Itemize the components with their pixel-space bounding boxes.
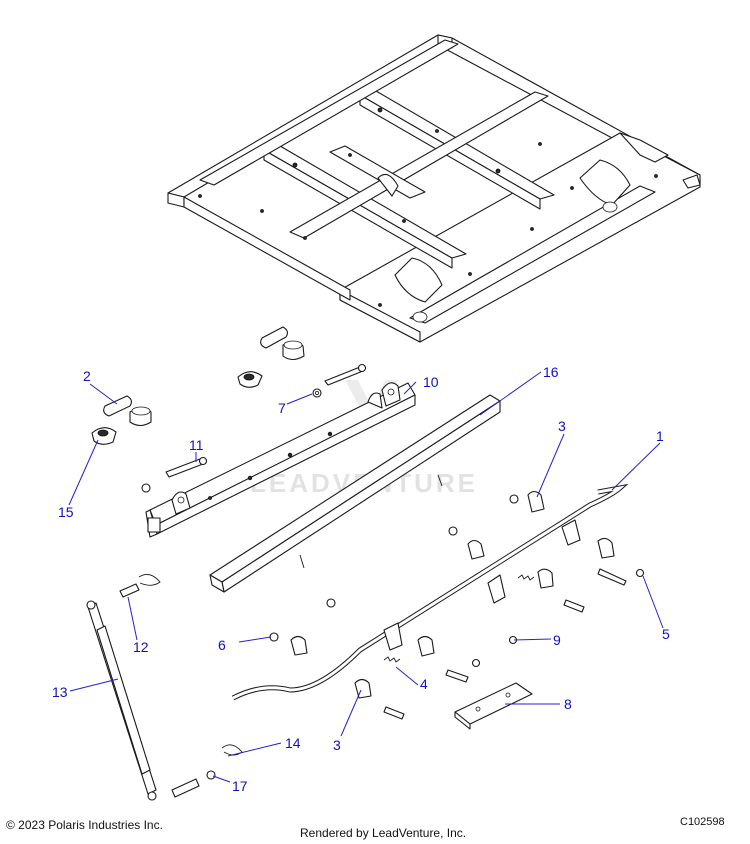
- callout-12[interactable]: 12: [133, 639, 149, 655]
- callout-9[interactable]: 9: [553, 632, 561, 648]
- callout-16[interactable]: 16: [543, 364, 559, 380]
- gas-strut-13: [86, 600, 157, 801]
- rendered-by-text: Rendered by LeadVenture, Inc.: [300, 826, 467, 840]
- bolts-rod: [383, 568, 645, 720]
- copyright-text: © 2023 Polaris Industries Inc.: [6, 818, 163, 832]
- callout-6[interactable]: 6: [218, 637, 226, 653]
- callout-8[interactable]: 8: [564, 696, 572, 712]
- callout-2[interactable]: 2: [83, 368, 91, 384]
- callout-17[interactable]: 17: [232, 778, 248, 794]
- callout-10[interactable]: 10: [423, 374, 439, 390]
- callout-11[interactable]: 11: [189, 437, 204, 453]
- callout-14[interactable]: 14: [285, 735, 301, 751]
- callout-15[interactable]: 15: [58, 504, 74, 520]
- cargo-frame: [167, 34, 701, 343]
- callout-1[interactable]: 1: [656, 428, 664, 444]
- callout-3-top[interactable]: 3: [558, 418, 566, 434]
- bolt-11: [165, 456, 208, 478]
- bushing-2: [103, 395, 152, 427]
- figure-id: C102598: [680, 816, 725, 828]
- pin-12: [119, 573, 161, 598]
- callout-7[interactable]: 7: [278, 400, 286, 416]
- nut-7: [312, 388, 322, 398]
- bushing-15: [91, 427, 117, 445]
- springs-4: [383, 574, 535, 663]
- pin-lower: [171, 744, 243, 798]
- release-rod-1: [231, 483, 629, 701]
- callout-13[interactable]: 13: [52, 684, 68, 700]
- bushings-upper: [237, 326, 305, 388]
- bolt-long: [324, 363, 367, 386]
- callouts: 1 2 3 3 4 5 6 7 8 9 10 11 12 13 14 15 16…: [52, 364, 670, 794]
- mount-bar-10: [141, 382, 416, 538]
- rod-clamps: [269, 490, 615, 699]
- leader-lines: [68, 371, 664, 783]
- callout-3-bottom[interactable]: 3: [333, 737, 341, 753]
- callout-4[interactable]: 4: [420, 676, 428, 692]
- callout-5[interactable]: 5: [662, 626, 670, 642]
- plate-8: [454, 682, 533, 730]
